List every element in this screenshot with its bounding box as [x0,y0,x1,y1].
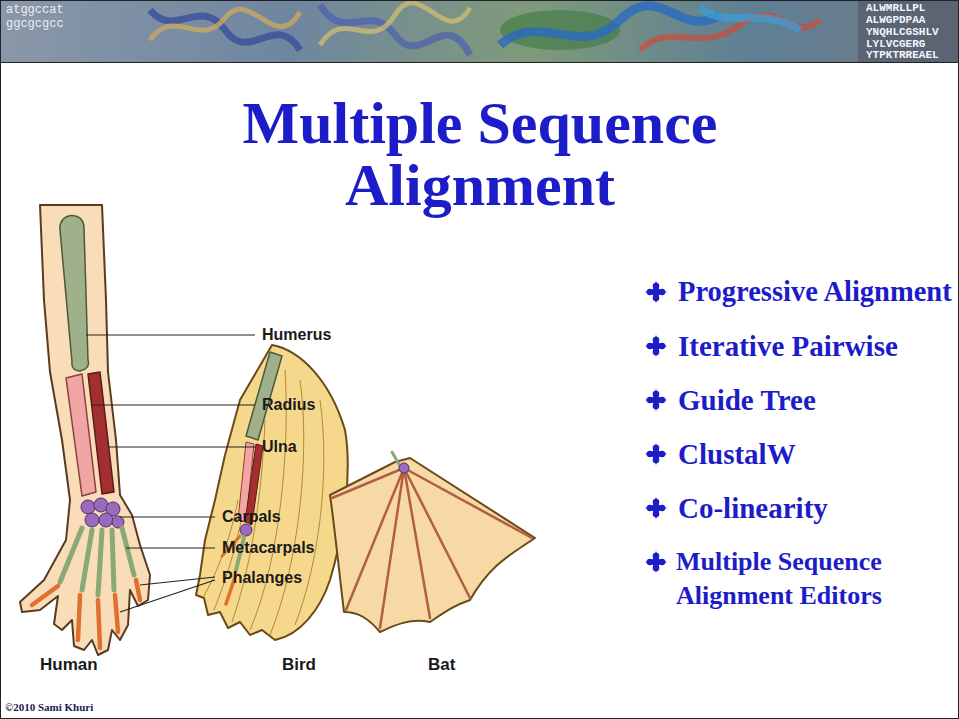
bullet-item: Iterative Pairwise [678,329,898,363]
sequence-text: atggccat [6,4,64,16]
bone-label: Metacarpals [222,538,315,558]
slide-title: Multiple Sequence Alignment [130,92,830,216]
sequence-text: ALWMRLLPL [866,3,925,14]
bat-wing [330,452,535,632]
bird-wing [196,345,348,640]
sequence-text: ALWGPDPAA [866,15,925,26]
bone-label: Carpals [222,507,281,527]
sequence-text: YNQHLCGSHLV [866,27,939,38]
species-label: Human [40,655,98,675]
bullet-item: ClustalW [678,437,796,471]
copyright-note: ©2010 Sami Khuri [5,701,93,714]
species-label: Bird [282,655,316,675]
bone-label: Ulna [262,437,297,457]
human-arm [20,205,150,655]
bone-label: Radius [262,395,315,415]
bullet-item: Co-linearity [678,491,828,525]
sequence-text: YTPKTRREAEL [866,50,939,61]
sequence-text: LYLVCGERG [866,39,925,50]
bullet-item: Guide Tree [678,383,816,417]
bone-label: Phalanges [222,568,302,588]
banner-rule [0,62,959,63]
bone-label: Humerus [262,325,331,345]
bullet-item: Multiple Sequence Alignment Editors [676,545,954,613]
banner [0,0,959,62]
bullet-symbols [645,281,667,573]
bullet-item: Progressive Alignment [678,275,952,309]
sequence-text: ggcgcgcc [6,18,64,30]
species-label: Bat [428,655,455,675]
